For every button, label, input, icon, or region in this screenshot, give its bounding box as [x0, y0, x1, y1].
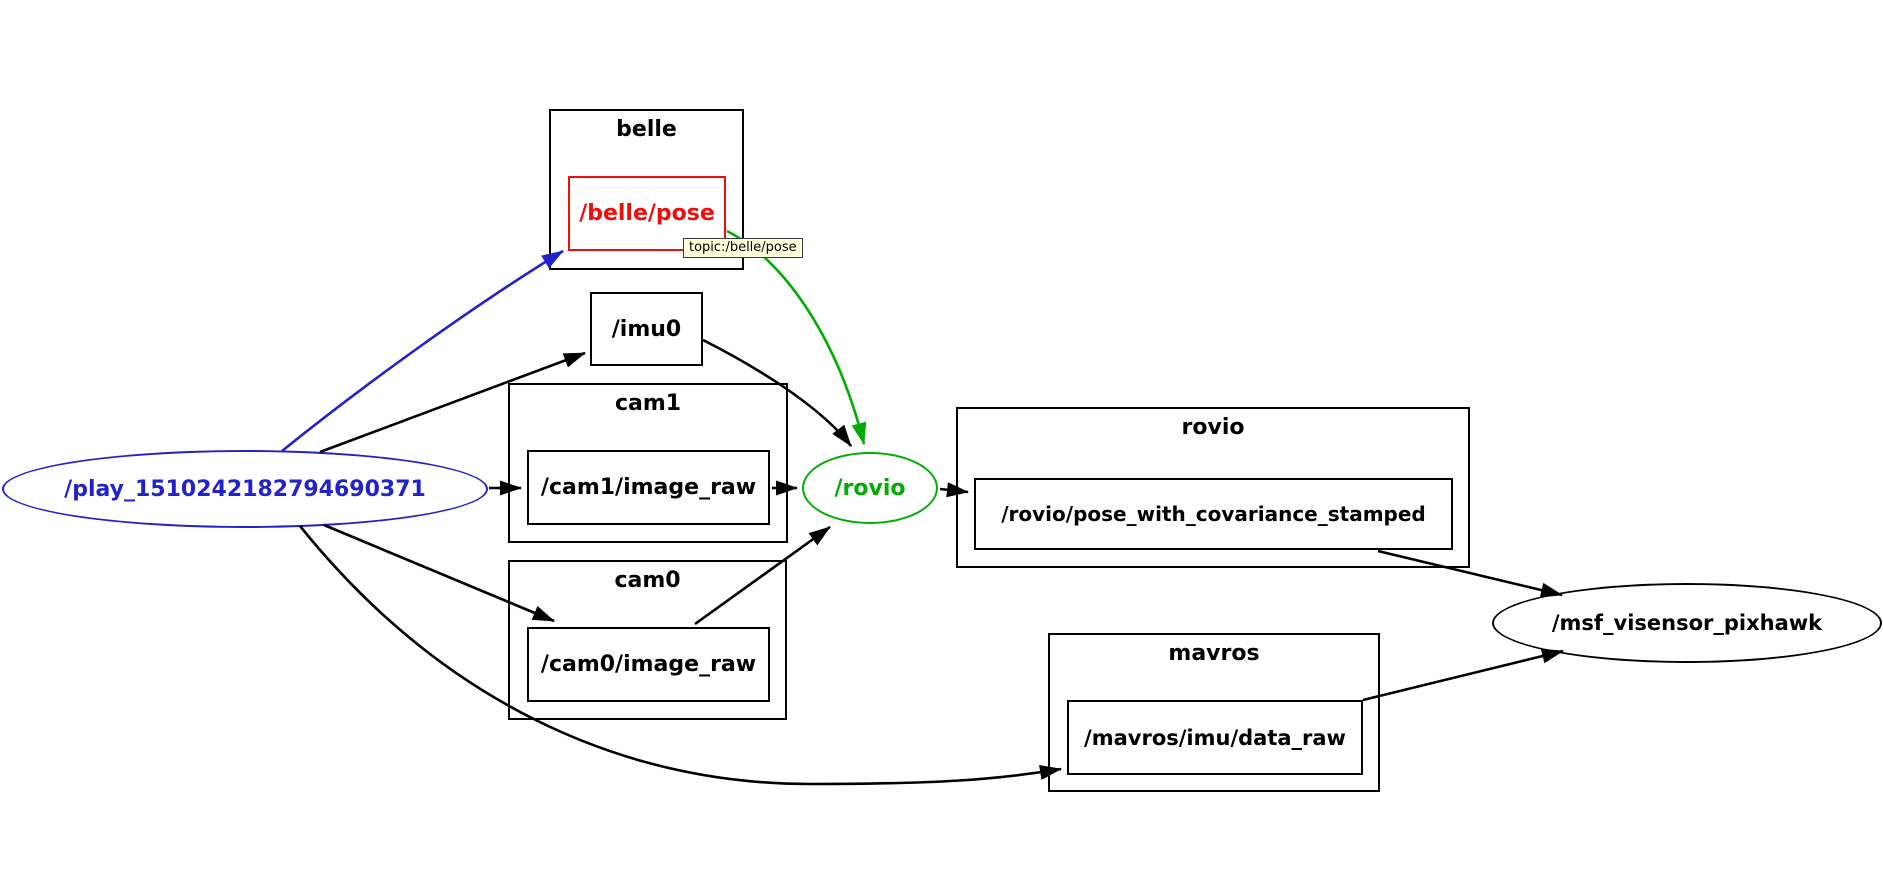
- node-msf-visensor-pixhawk[interactable]: /msf_visensor_pixhawk: [1492, 583, 1882, 663]
- node-rovio[interactable]: /rovio: [802, 452, 938, 524]
- namespace-rovio-title: rovio: [1181, 415, 1245, 440]
- hover-tooltip: topic:/belle/pose: [683, 238, 803, 258]
- topic-rovio-pose-label: /rovio/pose_with_covariance_stamped: [1001, 502, 1426, 526]
- topic-rovio-pose-box[interactable]: /rovio/pose_with_covariance_stamped: [974, 478, 1453, 550]
- topic-imu0-box[interactable]: /imu0: [590, 292, 703, 366]
- topic-cam1-image-raw-label: /cam1/image_raw: [540, 475, 757, 500]
- namespace-rovio-box: rovio: [956, 407, 1470, 568]
- topic-belle-pose-box[interactable]: /belle/pose: [568, 176, 726, 251]
- namespace-mavros-title: mavros: [1168, 641, 1260, 666]
- node-msf-visensor-pixhawk-label: /msf_visensor_pixhawk: [1551, 611, 1823, 635]
- topic-cam0-image-raw-label: /cam0/image_raw: [540, 652, 757, 677]
- topic-cam0-image-raw-box[interactable]: /cam0/image_raw: [527, 627, 770, 702]
- topic-belle-pose-label: /belle/pose: [579, 201, 715, 226]
- namespace-belle-title: belle: [616, 117, 677, 142]
- topic-cam1-image-raw-box[interactable]: /cam1/image_raw: [527, 450, 770, 525]
- namespace-cam0-title: cam0: [614, 568, 681, 593]
- node-play[interactable]: /play_1510242182794690371: [2, 450, 488, 528]
- edge-mavros-imu-data-raw-to-msf: [1362, 648, 1564, 702]
- namespace-belle-box: belle: [549, 109, 744, 270]
- topic-mavros-imu-data-raw-label: /mavros/imu/data_raw: [1084, 725, 1346, 750]
- topic-mavros-imu-data-raw-box[interactable]: /mavros/imu/data_raw: [1067, 700, 1363, 775]
- hover-tooltip-text: topic:/belle/pose: [689, 240, 797, 255]
- topic-imu0-label: /imu0: [611, 316, 682, 342]
- namespace-cam1-title: cam1: [614, 391, 682, 416]
- node-play-label: /play_1510242182794690371: [64, 476, 426, 502]
- node-rovio-label: /rovio: [834, 475, 906, 501]
